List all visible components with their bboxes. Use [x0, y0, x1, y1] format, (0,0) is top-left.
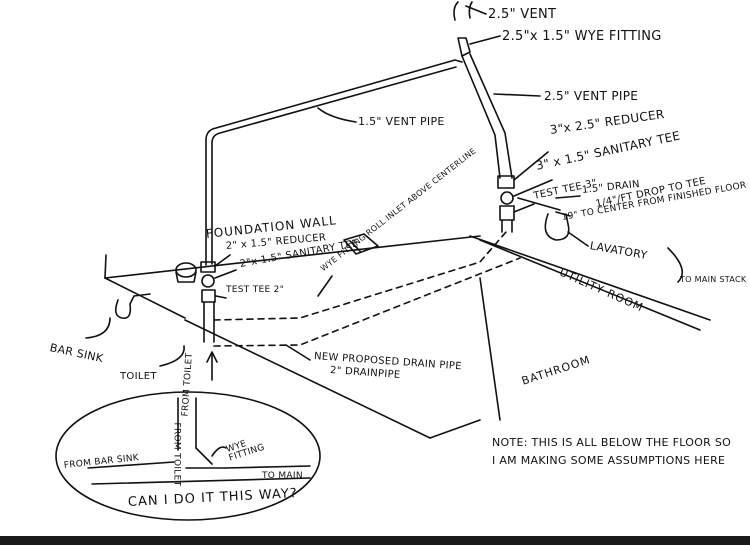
leader-drain	[555, 195, 581, 199]
leader-vent-pipe	[493, 93, 541, 97]
leader-toilet	[159, 345, 185, 367]
lavatory-trap	[517, 197, 570, 241]
left-wall-top	[104, 254, 107, 279]
label-vent-pipe-25: 2.5" VENT PIPE	[544, 89, 639, 103]
left-vent-pipe	[205, 59, 463, 266]
foundation-wall-line	[104, 235, 481, 279]
label-inset-from-toilet: FROM TOILET	[171, 422, 182, 487]
proposed-drain-line	[213, 231, 507, 321]
reducer-3x25	[497, 175, 515, 189]
right-stack-down	[501, 219, 513, 233]
leader-main-stack	[667, 247, 684, 283]
leader-bar-sink	[85, 317, 111, 339]
label-vent-25: 2.5" VENT	[488, 7, 557, 22]
leader-note	[479, 277, 501, 421]
leader-sanitary	[513, 179, 553, 197]
left-vent-pipe-inner	[211, 66, 457, 265]
leader-reducer-2	[214, 254, 231, 267]
sanitary-tee-right	[500, 191, 514, 205]
label-test-tee-2: TEST TEE 2"	[226, 285, 285, 295]
label-inset-to-main: TO MAIN	[262, 471, 303, 481]
floor-right-edge	[429, 419, 481, 439]
leader-15-vent	[317, 107, 357, 123]
main-vent-pipe-left	[461, 55, 501, 179]
leader-test-2	[215, 295, 227, 299]
leader-lavatory	[567, 231, 589, 247]
leader-vent	[465, 5, 487, 15]
main-vent-pipe-right	[469, 53, 513, 179]
floor-opening	[343, 233, 379, 255]
toilet-flange-base	[175, 271, 197, 283]
leader-sanitary-2	[214, 269, 237, 279]
wye-fitting-top	[457, 37, 471, 57]
proposed-drain-lower	[213, 257, 521, 347]
inset-wye-leader	[211, 446, 227, 457]
leader-new-drain	[285, 344, 311, 361]
leader-wye-roll	[317, 275, 333, 297]
arrow-up	[206, 351, 218, 381]
reducer-2x15	[200, 261, 216, 273]
bar-sink-trap	[114, 293, 151, 320]
bottom-scan-border	[0, 536, 750, 545]
floor-front-edge	[184, 319, 431, 439]
label-note: NOTE: THIS IS ALL BELOW THE FLOOR SO I A…	[492, 436, 732, 467]
toilet-flange	[175, 262, 197, 278]
sanitary-tee-left	[201, 274, 215, 288]
test-tee-2	[201, 289, 216, 303]
label-wye-fitting-top: 2.5"x 1.5" WYE FITTING	[502, 29, 662, 44]
top-vent	[453, 1, 473, 21]
inset-main-pipe	[87, 461, 311, 485]
leader-wye	[469, 35, 501, 45]
test-tee-3	[499, 205, 515, 221]
leader-reducer	[513, 151, 549, 181]
back-wall-edge	[469, 235, 711, 321]
label-vent-pipe-15: 1.5" VENT PIPE	[358, 115, 445, 128]
label-to-main-stack: TO MAIN STACK	[680, 275, 747, 284]
utility-room-wall	[479, 239, 701, 331]
leader-test	[513, 203, 535, 213]
label-toilet: TOILET	[120, 371, 157, 382]
inset-wye-branch	[185, 447, 227, 469]
left-stack-down	[203, 301, 215, 343]
floor-left-edge	[104, 277, 186, 319]
inset-ellipse	[55, 391, 321, 521]
lavatory-tailpiece	[555, 211, 571, 217]
inset-toilet-pipe	[177, 397, 197, 451]
